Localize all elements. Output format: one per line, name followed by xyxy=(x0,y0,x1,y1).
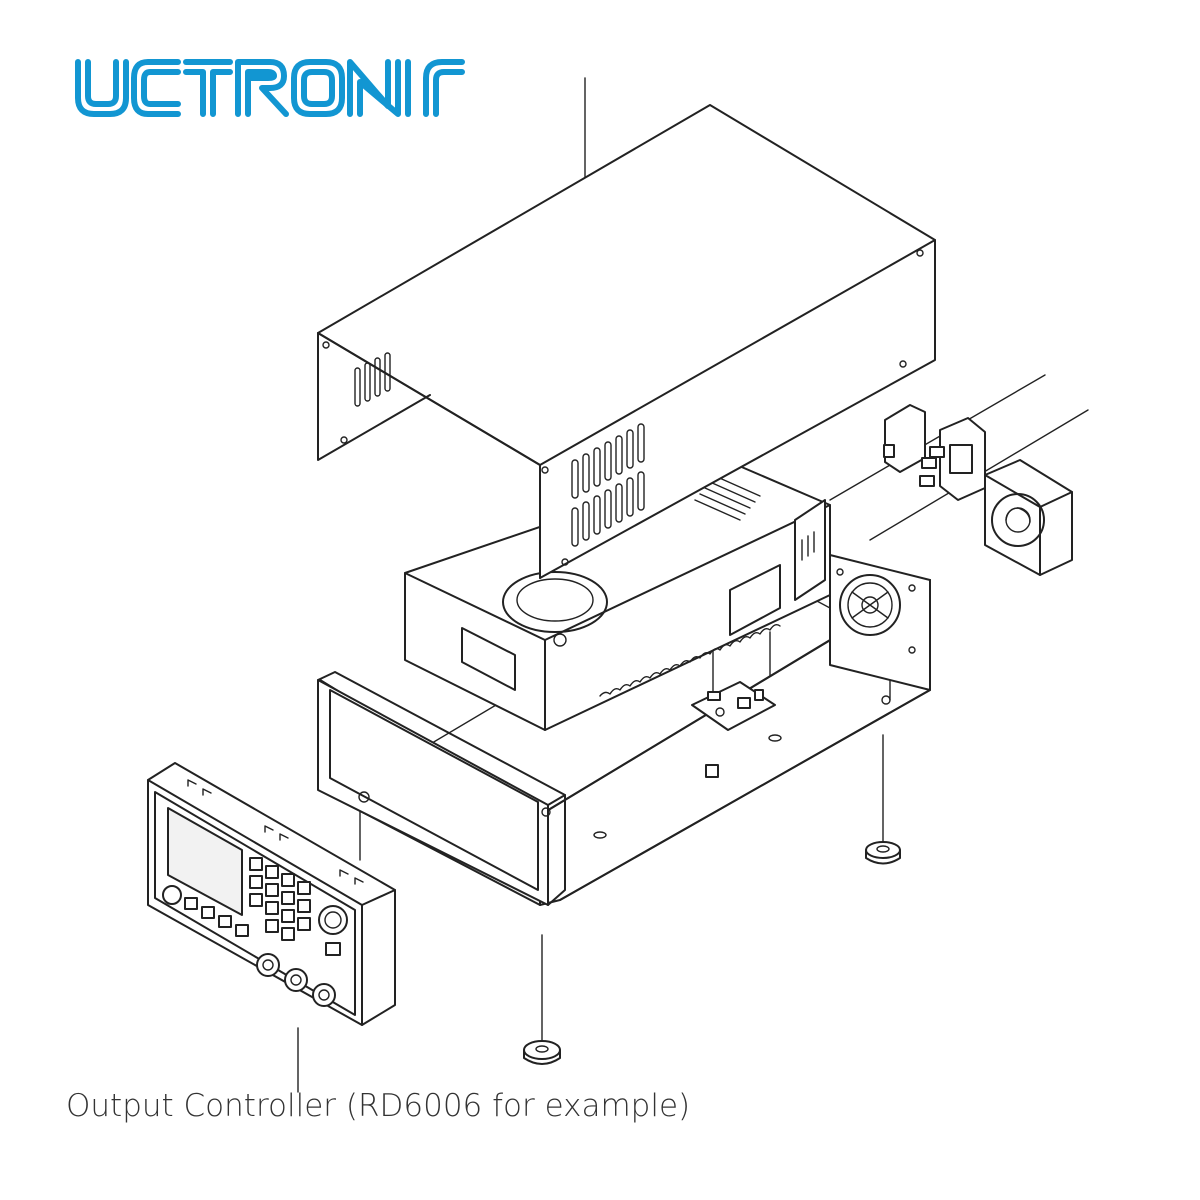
leader-line-socket xyxy=(829,374,1046,501)
rubber-foot-right xyxy=(865,841,901,865)
rubber-foot-left xyxy=(523,1040,561,1065)
ac-input-socket xyxy=(883,404,986,501)
control-board xyxy=(691,681,776,778)
switching-power-supply xyxy=(404,461,831,731)
uctronics-logo-graphic xyxy=(75,59,465,117)
rear-panel xyxy=(794,499,826,601)
output-terminals xyxy=(256,953,336,1007)
controller-knob-left xyxy=(162,885,182,905)
rubber-feet xyxy=(523,841,901,1065)
output-controller-caption: Output Controller (RD6006 for example) xyxy=(66,1088,691,1124)
front-frame xyxy=(317,671,566,906)
controller-keypad xyxy=(249,857,311,941)
uctronics-logo xyxy=(74,56,474,124)
controller-knob-right xyxy=(318,905,348,935)
cooling-fan xyxy=(984,459,1073,576)
controller-screen xyxy=(167,807,243,916)
top-cover xyxy=(317,104,936,579)
output-controller xyxy=(147,762,396,1026)
